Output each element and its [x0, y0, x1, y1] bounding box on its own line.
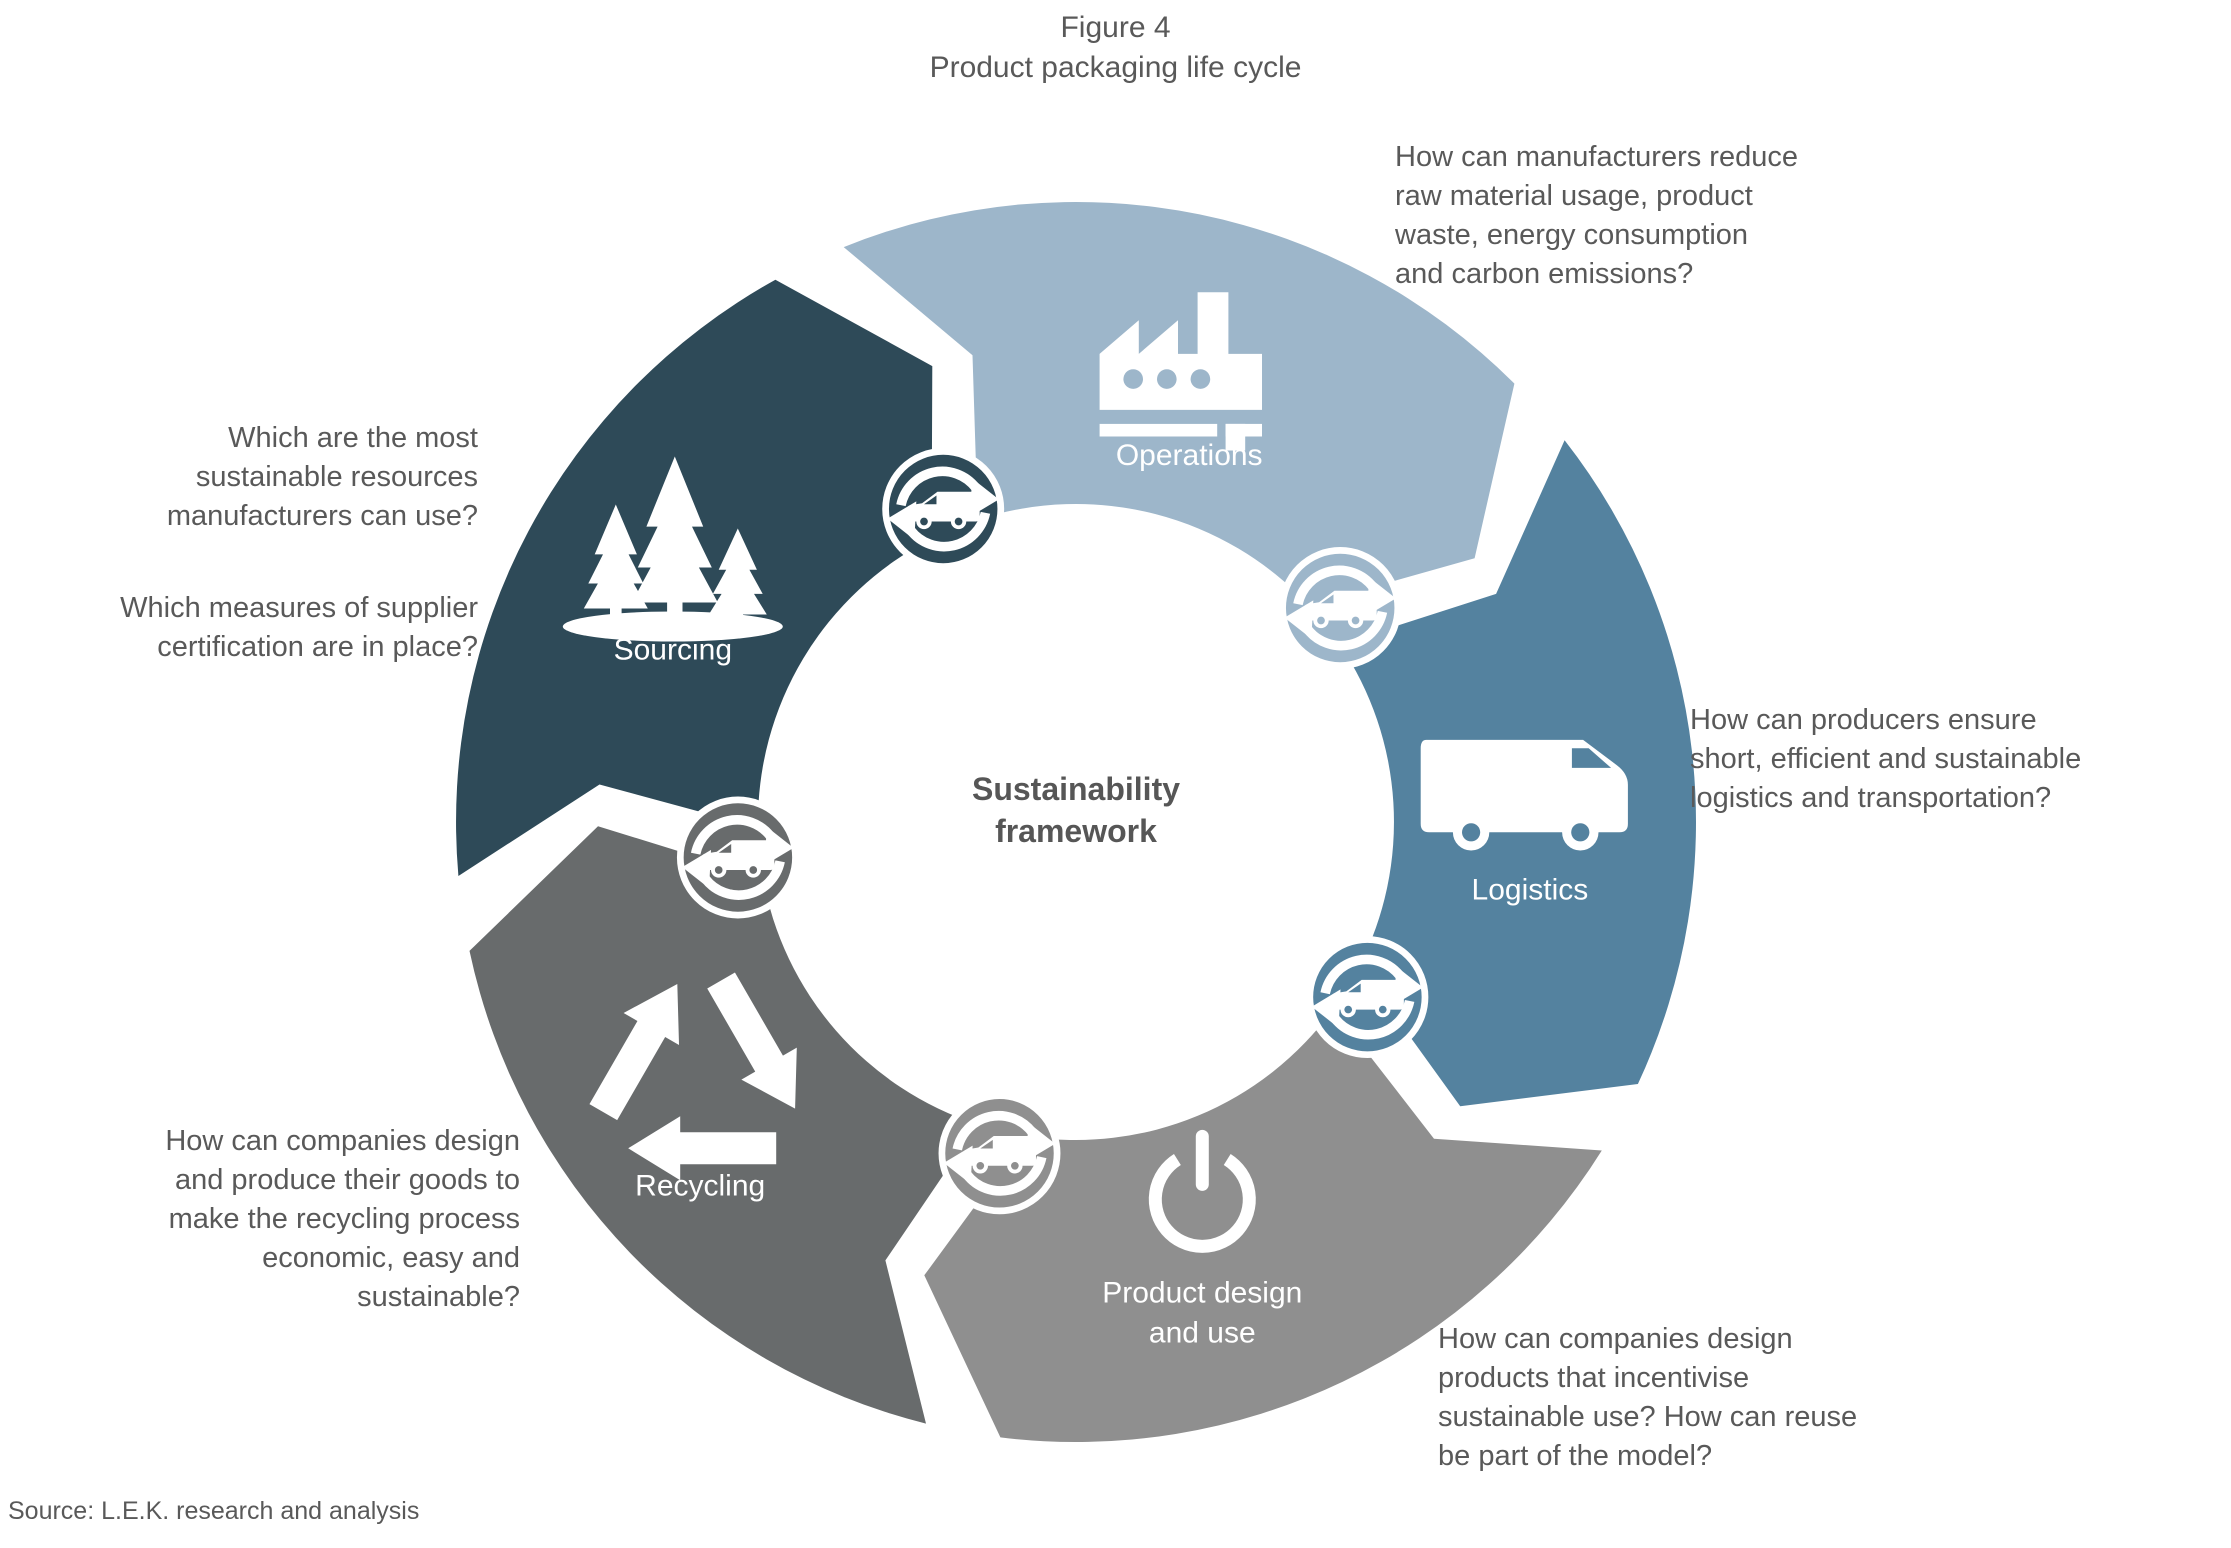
segment-label-operations: Operations: [1116, 439, 1263, 472]
question-operations: How can manufacturers reduce raw materia…: [1395, 141, 1798, 290]
figure-label: Figure 4: [1060, 11, 1171, 44]
truck-cycle-icon: [1279, 547, 1402, 669]
truck-cycle-icon: [938, 1092, 1061, 1215]
segment-label-sourcing: Sourcing: [614, 634, 732, 667]
question-product-design: How can companies design products that i…: [1438, 1323, 1858, 1472]
center-label: Sustainability framework: [971, 771, 1181, 849]
pine-trees-icon: [562, 456, 783, 642]
factory-icon: [1099, 292, 1262, 451]
truck-cycle-icon: [1306, 936, 1429, 1059]
segment-product-design: [924, 1008, 1602, 1443]
segment-label-logistics: Logistics: [1472, 873, 1589, 906]
question-sourcing-2: Which measures of supplier certification…: [120, 592, 478, 663]
question-logistics: How can producers ensure short, efficien…: [1690, 704, 2082, 814]
segment-label-recycling: Recycling: [635, 1169, 765, 1202]
truck-cycle-icon: [676, 796, 799, 919]
delivery-van-icon: [1420, 739, 1628, 851]
truck-cycle-icon: [882, 448, 1005, 570]
question-sourcing-1: Which are the most sustainable resources…: [166, 422, 478, 532]
question-sourcing: Which are the most sustainable resources…: [60, 380, 478, 706]
recycle-icon: [589, 972, 797, 1181]
page-title: Product packaging life cycle: [929, 51, 1302, 84]
segment-recycling: [469, 826, 978, 1424]
power-icon: [1148, 1129, 1256, 1253]
figure-header: Figure 4 Product packaging life cycle: [0, 8, 2231, 88]
question-recycling: How can companies design and produce the…: [165, 1125, 520, 1313]
source-note: Source: L.E.K. research and analysis: [8, 1497, 420, 1525]
